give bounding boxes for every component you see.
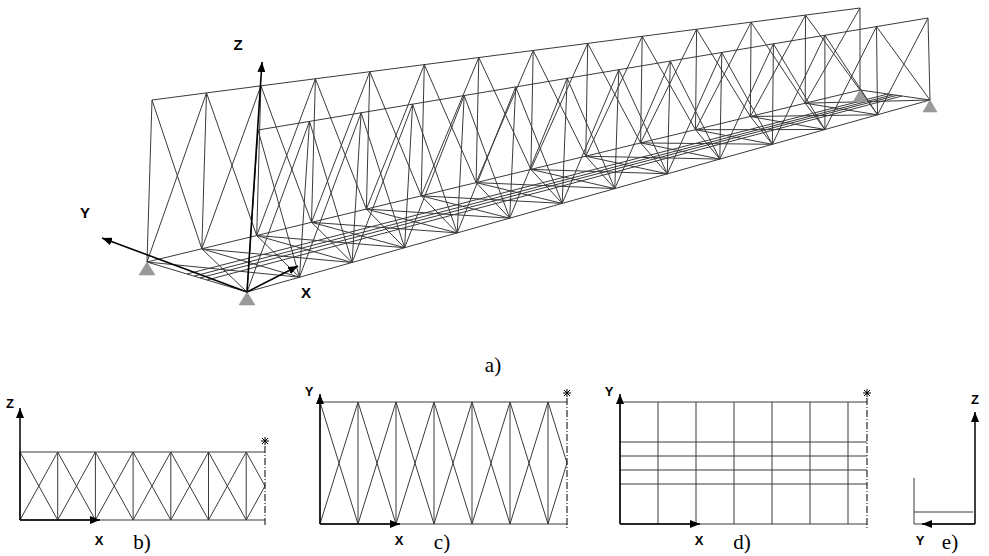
view-label: b): [133, 531, 151, 554]
view-axes: [20, 408, 100, 520]
deck-longitudinals: [620, 402, 867, 524]
axis-label: Y: [916, 534, 925, 548]
axis-label: X: [301, 285, 311, 302]
view-axes: [320, 394, 400, 524]
axis-label: Z: [6, 397, 14, 411]
z-axis: [247, 62, 262, 292]
y-axis: [619, 394, 621, 524]
z-axis: [19, 408, 21, 520]
symmetry-line: [265, 446, 266, 527]
x-axis: [20, 519, 100, 521]
view-label: e): [942, 531, 958, 554]
view-axes: [922, 412, 975, 524]
view-label: d): [733, 531, 751, 554]
cross-beams: [147, 90, 930, 292]
u-frame: [914, 478, 975, 524]
symmetry-line: [867, 398, 868, 530]
deck-stringers: [187, 94, 902, 280]
axis-label: X: [95, 534, 104, 548]
truss-diagonals: [20, 452, 265, 520]
truss-chords: [20, 452, 265, 520]
z-axis: [974, 412, 976, 524]
x-axis: [247, 266, 298, 292]
global-axes: [102, 62, 298, 292]
symmetry-mark: [261, 437, 269, 445]
y-axis: [319, 394, 321, 524]
support: [139, 262, 155, 275]
x-axis: [620, 523, 700, 525]
deck-plan-view: [620, 389, 871, 530]
truss-verticals: [20, 452, 246, 520]
cross-beams: [320, 402, 548, 524]
truss-3d-view: [147, 8, 930, 292]
deck-line: [914, 512, 973, 513]
y-axis: [102, 238, 247, 292]
deck-cross-beams: [620, 402, 848, 524]
bracing-diagonals: [320, 402, 567, 524]
y-axis: [922, 523, 975, 525]
support: [239, 292, 255, 305]
symmetry-line: [567, 398, 568, 530]
bottom-bracing: [147, 90, 930, 292]
symmetry-mark: [863, 389, 871, 397]
plan-chords: [320, 402, 567, 524]
axis-label: Z: [233, 37, 242, 54]
view-axes: [620, 394, 700, 524]
axis-label: Y: [305, 385, 314, 399]
axis-label: Y: [80, 205, 90, 222]
symmetry-mark: [563, 389, 571, 397]
axis-label: X: [395, 534, 404, 548]
axis-label: Y: [605, 385, 614, 399]
cross-section-view: [914, 478, 975, 524]
axis-label: X: [695, 534, 704, 548]
support: [923, 100, 937, 112]
plan-bracing-view: [320, 389, 571, 530]
elevation-view: [20, 437, 269, 527]
view-label: a): [485, 354, 501, 377]
axis-label: Z: [971, 393, 979, 407]
support: [853, 90, 867, 102]
view-label: c): [434, 531, 450, 554]
x-axis: [320, 523, 400, 525]
